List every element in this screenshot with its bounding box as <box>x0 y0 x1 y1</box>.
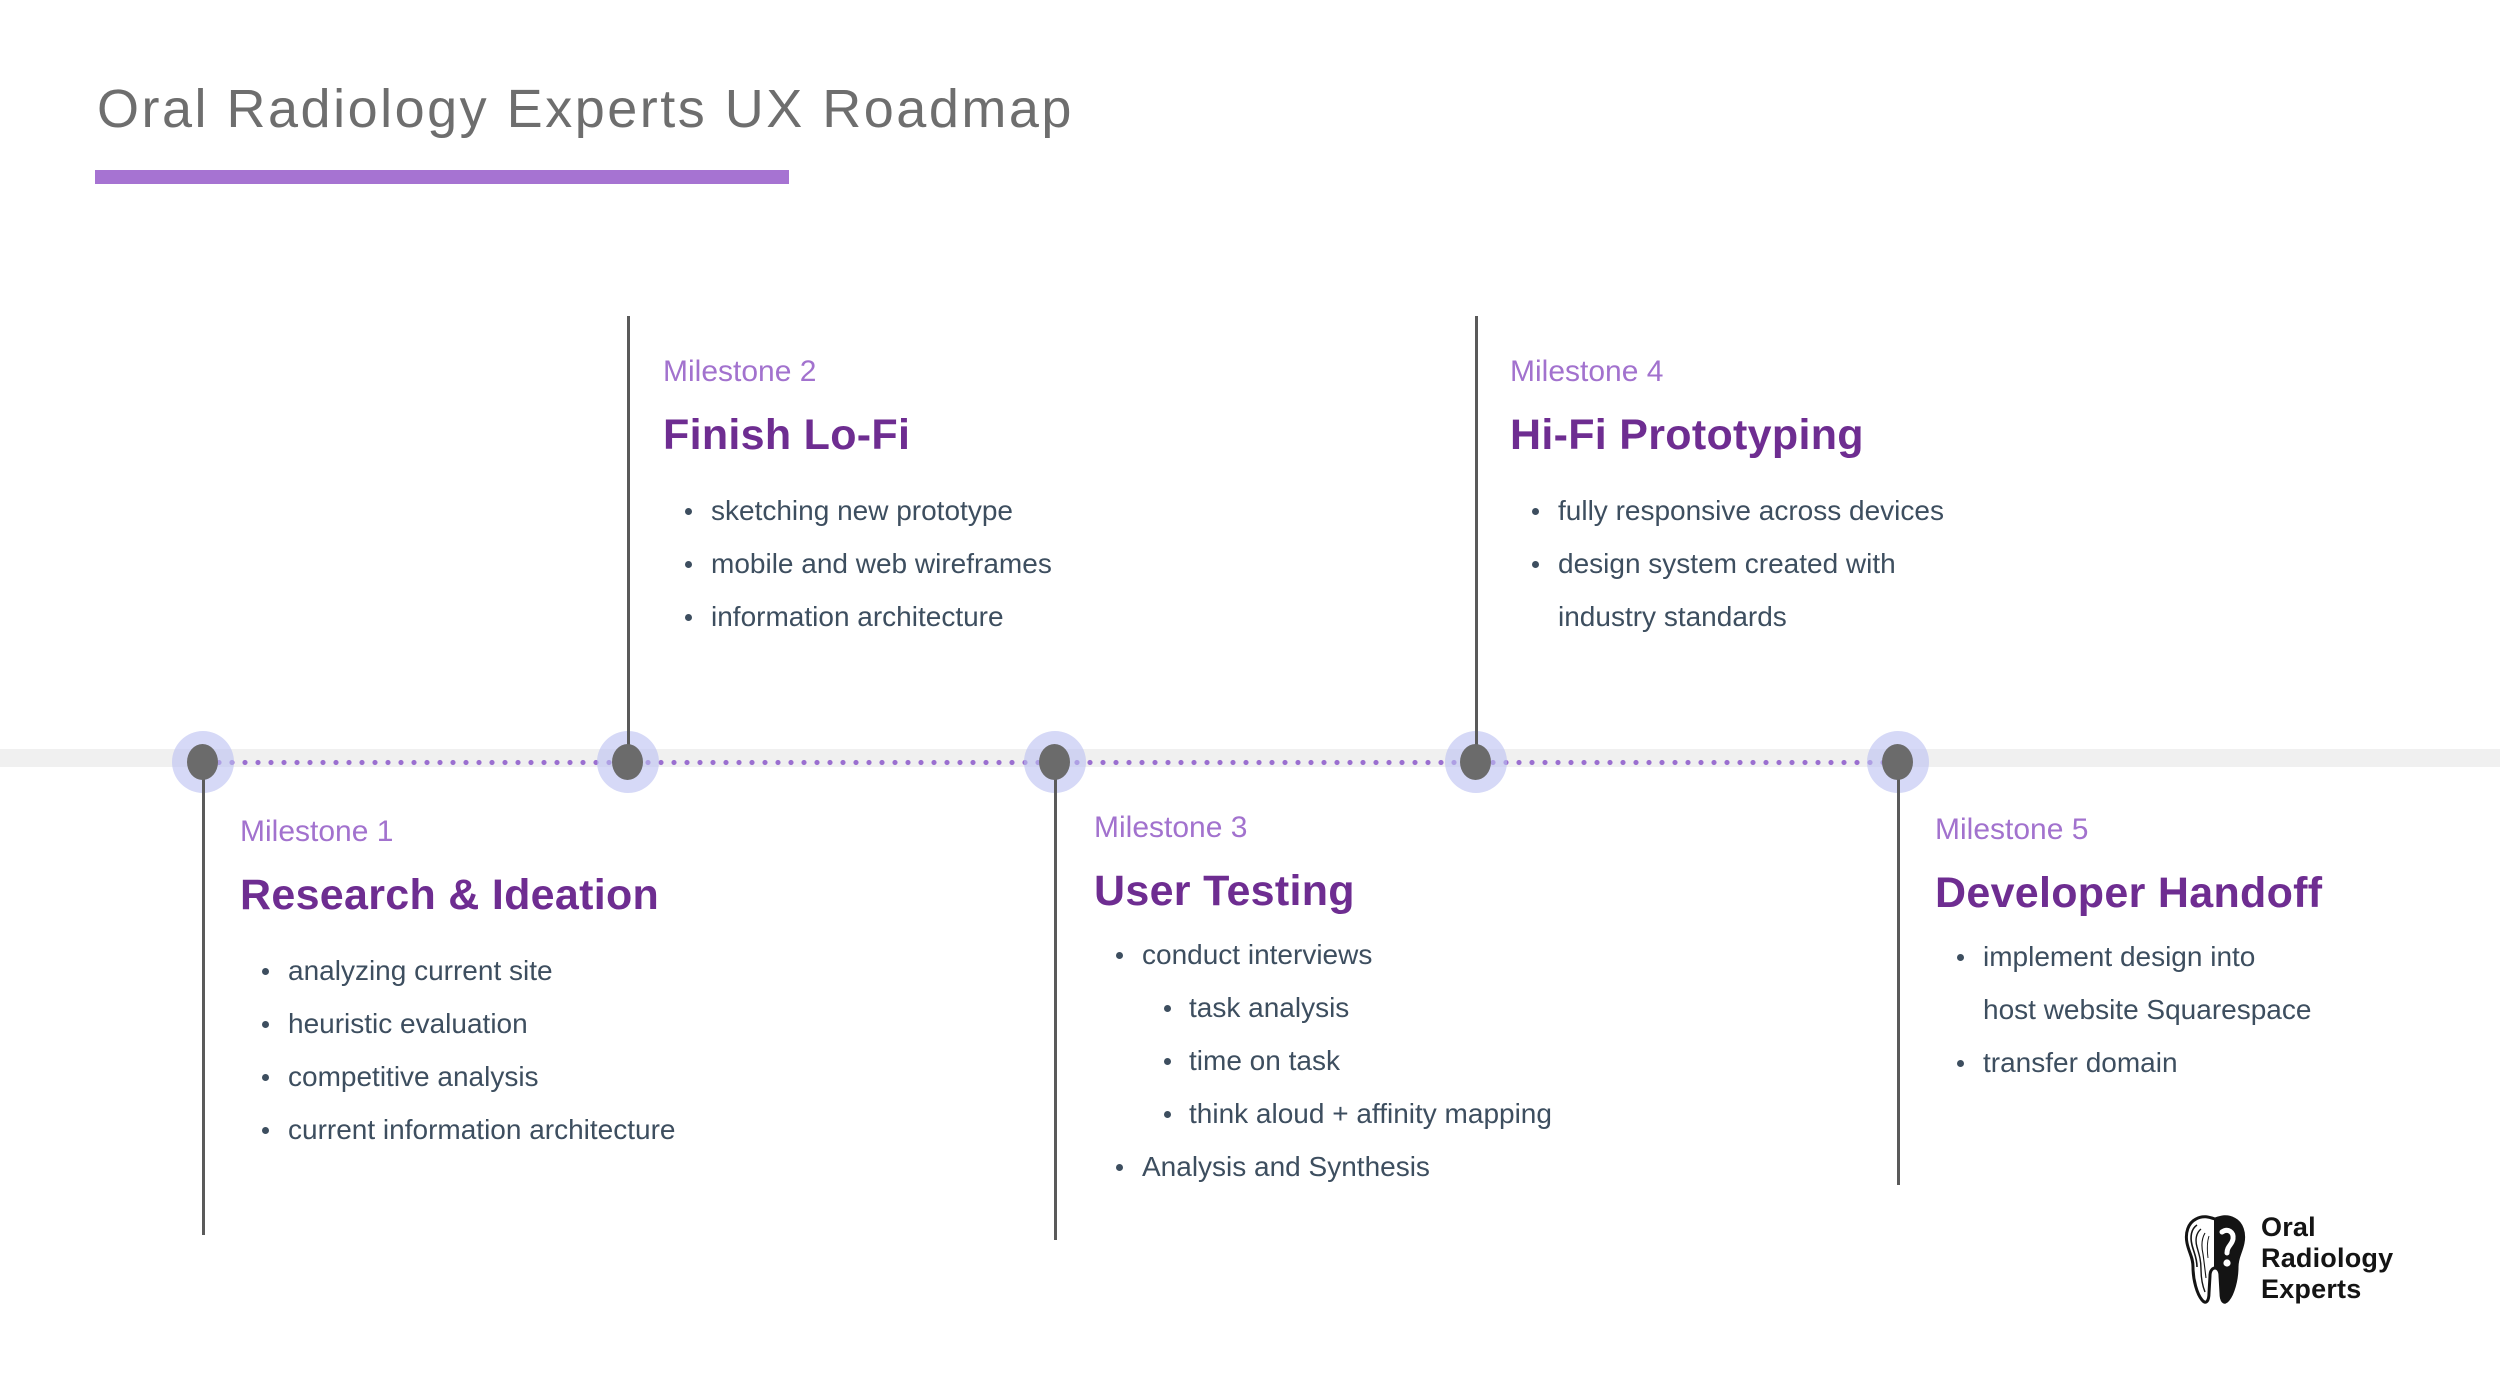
milestone-4-block: Milestone 4 Hi-Fi Prototyping fully resp… <box>1510 354 2150 643</box>
milestone-5-title: Developer Handoff <box>1935 869 2323 917</box>
milestone-3-title: User Testing <box>1094 867 1355 915</box>
bullet-item: task analysis <box>1094 981 1734 1034</box>
milestone-2-title: Finish Lo-Fi <box>663 411 911 459</box>
logo-line-1: Oral <box>2261 1212 2316 1242</box>
bullet-item: mobile and web wireframes <box>663 537 1303 590</box>
logo: Oral Radiology Experts <box>2183 1212 2393 1311</box>
bullet-item: competitive analysis <box>240 1050 880 1103</box>
milestone2-connector-line <box>626 316 630 762</box>
tooth-icon <box>2183 1212 2247 1311</box>
milestone-2-block: Milestone 2 Finish Lo-Fi sketching new p… <box>663 354 1303 643</box>
bullet-item: design system created with <box>1510 537 2150 590</box>
milestone5-node <box>1882 744 1913 780</box>
bullet-item: heuristic evaluation <box>240 997 880 1050</box>
bullet-item: fully responsive across devices <box>1510 484 2150 537</box>
bullet-item: transfer domain <box>1935 1036 2500 1089</box>
milestone4-node <box>1460 744 1491 780</box>
milestone-2-label: Milestone 2 <box>663 355 817 388</box>
milestone-3-label: Milestone 3 <box>1094 811 1248 844</box>
milestone1-connector-line <box>201 762 205 1235</box>
logo-line-2: Radiology <box>2261 1243 2394 1273</box>
bullet-item: implement design into <box>1935 930 2500 983</box>
bullet-item: time on task <box>1094 1034 1734 1087</box>
milestone3-node <box>1039 744 1070 780</box>
milestone-1-block: Milestone 1 Research & Ideation analyzin… <box>240 814 880 1156</box>
milestone-4-title: Hi-Fi Prototyping <box>1510 411 1864 459</box>
bullet-item: think aloud + affinity mapping <box>1094 1087 1734 1140</box>
bullet-item: information architecture <box>663 590 1303 643</box>
logo-text: Oral Radiology Experts <box>2261 1212 2393 1311</box>
milestone-5-block: Milestone 5 Developer Handoff implement … <box>1935 812 2500 1089</box>
milestone1-node <box>187 744 218 780</box>
milestone2-node <box>612 744 643 780</box>
milestone-1-label: Milestone 1 <box>240 815 394 848</box>
bullet-item: host website Squarespace <box>1983 994 2312 1025</box>
logo-line-3: Experts <box>2261 1274 2362 1304</box>
bullet-item: conduct interviews <box>1094 928 1734 981</box>
milestone-1-title: Research & Ideation <box>240 871 660 919</box>
milestone-5-items: implement design into host website Square… <box>1935 930 2500 1089</box>
title-underline <box>95 170 789 184</box>
milestone-3-block: Milestone 3 User Testing conduct intervi… <box>1094 810 1734 1193</box>
milestone4-connector-line <box>1474 316 1478 762</box>
milestone5-connector-line <box>1896 762 1900 1185</box>
milestone-4-label: Milestone 4 <box>1510 355 1664 388</box>
bullet-item: sketching new prototype <box>663 484 1303 537</box>
bullet-item: Analysis and Synthesis <box>1094 1140 1734 1193</box>
milestone-5-label: Milestone 5 <box>1935 813 2089 846</box>
milestone3-connector-line <box>1053 762 1057 1240</box>
page-title: Oral Radiology Experts UX Roadmap <box>97 79 1074 139</box>
bullet-item: industry standards <box>1558 601 1787 632</box>
bullet-item: analyzing current site <box>240 944 880 997</box>
bullet-item: current information architecture <box>240 1103 880 1156</box>
